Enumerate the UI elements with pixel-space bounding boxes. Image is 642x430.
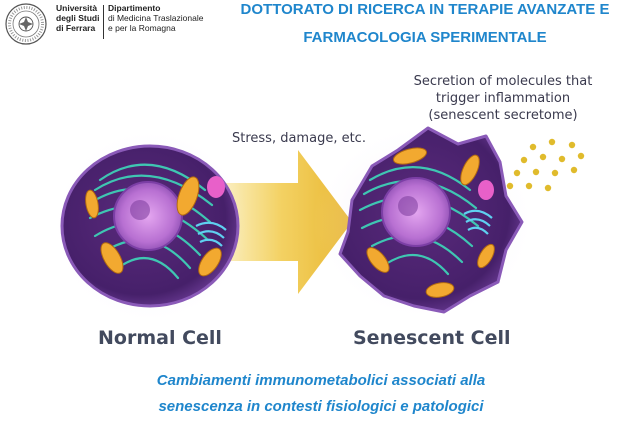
university-seal-icon: [5, 3, 47, 45]
logo-divider: [103, 5, 104, 39]
normal-vesicle: [207, 176, 225, 198]
normal-mitochondria: [85, 176, 222, 277]
senescent-mitochondria: [366, 147, 495, 298]
normal-cell-label: Normal Cell: [98, 327, 222, 349]
senescent-vesicle: [478, 180, 494, 200]
arrow-label: Stress, damage, etc.: [232, 131, 366, 146]
secretome-dots: [506, 138, 585, 192]
header-title-line1: DOTTORATO DI RICERCA IN TERAPIE AVANZATE…: [240, 1, 610, 18]
department-name: Dipartimento di Medicina Traslazionale e…: [108, 3, 204, 33]
caption-line2: senescenza in contesti fisiologici e pat…: [158, 398, 484, 415]
secretion-label: Secretion of molecules that trigger infl…: [413, 74, 593, 123]
university-name: Università degli Studi di Ferrara: [56, 3, 100, 33]
caption-line1: Cambiamenti immunometabolici associati a…: [156, 372, 486, 389]
normal-golgi: [195, 221, 227, 247]
header-title-line2: FARMACOLOGIA SPERIMENTALE: [303, 29, 547, 46]
senescent-golgi: [463, 209, 493, 235]
senescent-cell: [313, 122, 537, 322]
normal-cell: [50, 126, 250, 326]
senescent-cell-label: Senescent Cell: [353, 327, 511, 349]
